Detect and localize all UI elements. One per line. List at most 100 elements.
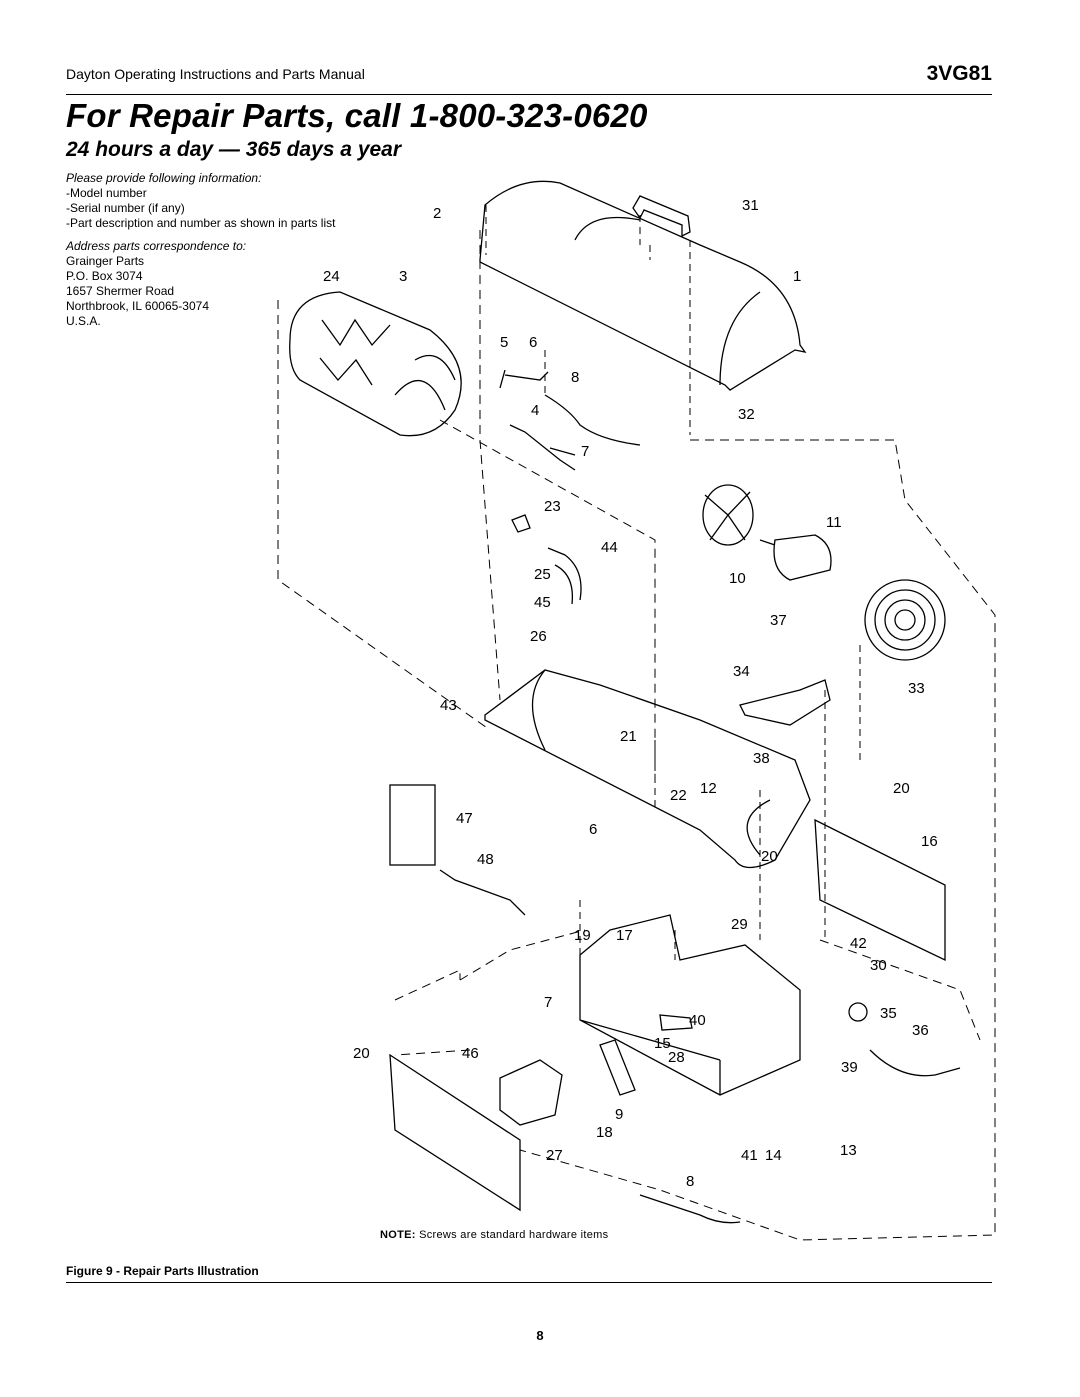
page-title: For Repair Parts, call 1-800-323-0620 [66, 97, 648, 134]
callout: 20 [761, 848, 778, 865]
callout-labels: 2 31 24 3 1 5 6 8 4 32 7 23 11 44 25 10 … [323, 197, 938, 1190]
combustion-chamber [289, 291, 462, 437]
screws-note: NOTE: Screws are standard hardware items [380, 1229, 608, 1241]
callout: 20 [353, 1045, 370, 1062]
callout: 5 [500, 334, 508, 351]
control-board [389, 784, 436, 866]
callout: 19 [574, 927, 591, 944]
dashed-guides [485, 205, 861, 960]
callout: 34 [733, 663, 750, 680]
address-line: Northbrook, IL 60065-3074 [66, 299, 209, 313]
pump [499, 1059, 563, 1126]
lower-shell [484, 669, 811, 869]
callout: 10 [729, 570, 746, 587]
fuel-hose [639, 1194, 741, 1224]
callout: 46 [462, 1045, 479, 1062]
handle [632, 195, 691, 238]
motor-bracket [739, 679, 831, 726]
callout: 28 [668, 1049, 685, 1066]
wire-harness [439, 869, 526, 916]
callout: 42 [850, 935, 867, 952]
side-panel-right [814, 818, 946, 962]
callout: 13 [840, 1142, 857, 1159]
electrode [511, 514, 582, 605]
callout: 22 [670, 787, 687, 804]
callout: 16 [921, 833, 938, 850]
callout: 21 [620, 728, 637, 745]
callout: 47 [456, 810, 473, 827]
callout: 38 [753, 750, 770, 767]
page-subtitle: 24 hours a day — 365 days a year [66, 138, 402, 161]
callout: 20 [893, 780, 910, 797]
callout: 15 [654, 1035, 671, 1052]
callout: 9 [615, 1106, 623, 1123]
address-line: U.S.A. [66, 314, 101, 328]
fan-blade [702, 484, 754, 546]
callout: 41 [741, 1147, 758, 1164]
callout: 26 [530, 628, 547, 645]
callout: 48 [477, 851, 494, 868]
assembly-outline [277, 230, 996, 1241]
callout: 45 [534, 594, 551, 611]
callout: 8 [571, 369, 579, 386]
callout: 8 [686, 1173, 694, 1190]
header-rule [66, 94, 992, 95]
nozzle-assembly [499, 369, 576, 471]
callout: 11 [826, 514, 842, 531]
callout: 6 [589, 821, 597, 838]
callout: 17 [616, 927, 633, 944]
fan-guard [864, 579, 946, 661]
valve-assembly [599, 1014, 693, 1096]
callout: 37 [770, 612, 787, 629]
callout: 35 [880, 1005, 897, 1022]
side-panel-left [389, 1053, 521, 1212]
callout: 18 [596, 1124, 613, 1141]
page-number: 8 [536, 1328, 544, 1343]
callout: 36 [912, 1022, 929, 1039]
callout: 39 [841, 1059, 858, 1076]
provide-item: -Part description and number as shown in… [66, 216, 336, 230]
address-line: 1657 Shermer Road [66, 284, 175, 298]
callout: 14 [765, 1147, 782, 1164]
callout: 44 [601, 539, 618, 556]
callout: 23 [544, 498, 561, 515]
address-heading: Address parts correspondence to: [66, 239, 247, 253]
base-frame [579, 914, 801, 1096]
manual-title: Dayton Operating Instructions and Parts … [66, 66, 365, 82]
callout: 31 [742, 197, 759, 214]
callout: 30 [870, 957, 887, 974]
callout: 33 [908, 680, 925, 697]
callout: 43 [440, 697, 457, 714]
figure-caption: Figure 9 - Repair Parts Illustration [66, 1264, 259, 1278]
top-cover [479, 180, 807, 391]
callout: 6 [529, 334, 537, 351]
provide-item: -Model number [66, 186, 147, 200]
model-number: 3VG81 [926, 62, 992, 85]
fuel-line-7 [544, 394, 641, 446]
power-cord [869, 1049, 961, 1077]
provide-item: -Serial number (if any) [66, 201, 185, 215]
caption-rule [66, 1282, 992, 1283]
callout: 7 [544, 994, 552, 1011]
callout: 25 [534, 566, 551, 583]
address-line: P.O. Box 3074 [66, 269, 143, 283]
parts-info-block: Please provide following information: -M… [66, 171, 335, 329]
motor [759, 534, 832, 581]
note-label: NOTE: [380, 1229, 416, 1241]
callout: 12 [700, 780, 717, 797]
callout: 2 [433, 205, 441, 222]
callout: 7 [581, 443, 589, 460]
provide-heading: Please provide following information: [66, 171, 262, 185]
callout: 4 [531, 402, 539, 419]
callout: 29 [731, 916, 748, 933]
address-line: Grainger Parts [66, 254, 145, 268]
callout: 40 [689, 1012, 706, 1029]
callout: 24 [323, 268, 340, 285]
callout: 32 [738, 406, 755, 423]
callout: 1 [793, 268, 801, 285]
control-knob [848, 1002, 868, 1022]
note-text: Screws are standard hardware items [415, 1229, 609, 1241]
callout: 27 [546, 1147, 563, 1164]
callout: 3 [399, 268, 407, 285]
